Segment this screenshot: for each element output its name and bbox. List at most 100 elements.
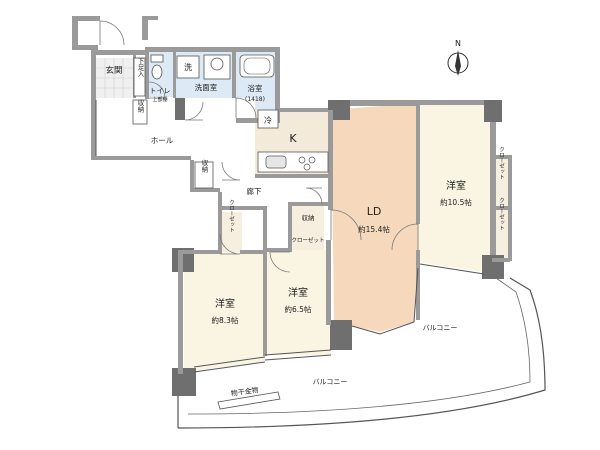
hall-label: ホール: [151, 136, 174, 145]
wall: [492, 155, 510, 159]
genkan-tile-grid: [95, 58, 133, 98]
closet-right-b-floor: [492, 210, 510, 258]
wall: [330, 100, 420, 106]
sen-label: 洗: [184, 62, 192, 72]
balcony-inner-line: [187, 277, 531, 415]
senmen-label: 洗面室: [195, 82, 218, 92]
wall: [218, 192, 222, 254]
wall: [492, 206, 510, 210]
wall: [91, 50, 148, 55]
washer-pan-icon: [176, 55, 200, 79]
doors: [99, 20, 419, 273]
wall: [178, 250, 183, 374]
wall: [142, 16, 158, 20]
monohoshi-rail: [217, 391, 281, 410]
door-entrance[interactable]: [99, 20, 125, 46]
closet-left-floor: [220, 212, 242, 252]
wall: [326, 240, 331, 325]
yoshitsu-mid-label: 洋室: [288, 286, 308, 299]
wall: [72, 45, 98, 50]
yoshitsu-mid-size-label: 約6.5帖: [285, 304, 312, 314]
genkan-label: 玄関: [105, 65, 122, 76]
wall: [190, 188, 220, 192]
wall: [263, 206, 267, 356]
ld-name-label: LD: [367, 205, 382, 218]
wall: [420, 100, 494, 105]
wall: [142, 16, 148, 40]
door-hall[interactable]: [221, 161, 241, 181]
wall: [218, 206, 266, 210]
sink-basin-icon: [210, 57, 224, 71]
wall: [265, 248, 292, 252]
yoshitsu-left-label: 洋室: [215, 297, 235, 310]
yoshitsu-right-size-label: 約10.5帖: [440, 197, 472, 207]
wall: [175, 98, 185, 120]
compass: N: [447, 39, 469, 76]
compass-label: N: [455, 39, 461, 48]
wall: [72, 16, 100, 21]
bathtub-icon: [239, 54, 275, 78]
balcony-bottom-label: バルコニー: [313, 378, 348, 386]
walls: [72, 16, 512, 396]
wall: [280, 108, 332, 112]
toilet-label: トイレ: [150, 87, 171, 95]
closet-right-a-floor: [492, 158, 510, 206]
fridge-icon: [257, 109, 279, 129]
shuno-corr-label: 収納: [200, 159, 208, 174]
labels: 玄関 下足入 トイレ 上部棚 収納 洗 洗面室 浴室 (1418) ホール 冷 …: [105, 57, 504, 398]
shuno-mid-label: 収納: [302, 213, 315, 222]
wall: [416, 104, 420, 224]
wall: [328, 110, 333, 210]
wall: [288, 202, 292, 252]
wall: [288, 202, 328, 206]
corr-storage-icon: [194, 161, 214, 189]
window-lines: [95, 100, 485, 373]
wall: [255, 174, 331, 178]
yokushitsu-label: 浴室: [248, 83, 263, 93]
yoshitsu-right-floor: [418, 103, 492, 272]
wall: [182, 250, 220, 254]
closet-mid-label: クローゼット: [291, 236, 324, 244]
wall: [91, 50, 96, 160]
fixtures: [132, 54, 329, 189]
door-ld[interactable]: [330, 209, 362, 241]
door-right-bedroom[interactable]: [391, 223, 419, 251]
ld-size-label: 約15.4帖: [358, 224, 390, 234]
wall: [490, 100, 496, 268]
balconies: [177, 277, 546, 429]
wall: [275, 47, 280, 122]
closet-right-a-label: クローゼット: [498, 146, 505, 180]
toilet-icon: [151, 64, 163, 80]
toilet-sub-label: 上部棚: [152, 96, 167, 103]
door-mid-bedroom[interactable]: [269, 251, 291, 273]
pillar: [484, 100, 502, 122]
closet-right-b-label: クローゼット: [498, 197, 505, 231]
door-senmen[interactable]: [184, 101, 204, 121]
balcony-right-label: バルコニー: [423, 324, 458, 332]
wall: [190, 160, 194, 192]
ld-floor: [330, 103, 418, 332]
bathtub-inner-icon: [243, 57, 271, 75]
kitchen-sink-icon: [265, 155, 287, 169]
wall: [173, 52, 176, 98]
hall-storage-icon: [132, 99, 148, 125]
sink-counter-icon: [203, 54, 231, 80]
rei-label: 冷: [264, 115, 272, 125]
yokushitsu-size-label: (1418): [245, 96, 265, 103]
yoshitsu-left-size-label: 約8.3帖: [212, 315, 239, 325]
yoshitsu-left-floor: [184, 250, 265, 372]
pillar: [330, 320, 352, 350]
closet-mid-floor: [292, 228, 324, 250]
compass-needle-icon: [455, 50, 461, 76]
door-corr-to-k[interactable]: [305, 187, 323, 205]
shuno-hall-label: 収納: [136, 99, 144, 114]
wall: [492, 258, 510, 262]
closet-left-label: クローゼット: [228, 199, 235, 233]
door-left-bedroom[interactable]: [219, 233, 241, 255]
door-bath[interactable]: [235, 97, 257, 119]
shoe-cabinet-icon: [133, 57, 146, 97]
kitchen-label: K: [289, 132, 297, 145]
door-toilet[interactable]: [148, 81, 166, 99]
stove-burner-icon: [303, 163, 311, 171]
